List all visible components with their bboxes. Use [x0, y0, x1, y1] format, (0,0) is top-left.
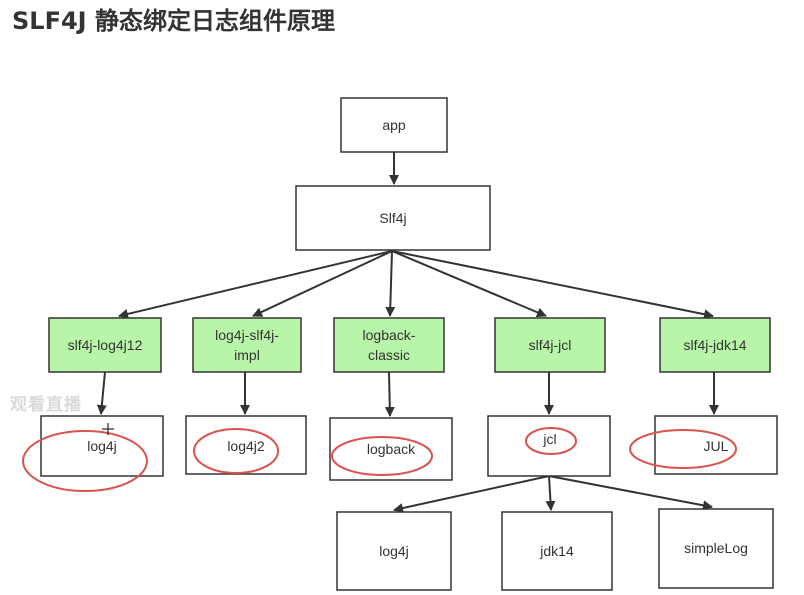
- node-binding-log4j-slf4j-impl-label-2: impl: [234, 347, 260, 363]
- node-jcl-jdk14: jdk14: [501, 511, 613, 591]
- node-impl-log4j: log4j: [40, 415, 164, 477]
- edges: [96, 152, 719, 513]
- node-jcl-simplelog: simpleLog: [658, 508, 774, 589]
- node-impl-log4j2-label: log4j2: [227, 438, 265, 454]
- node-binding-slf4j-log4j12-label: slf4j-log4j12: [68, 337, 143, 353]
- node-impl-jul-label: JUL: [704, 438, 729, 454]
- node-impl-logback: logback: [329, 417, 453, 481]
- node-binding-slf4j-log4j12: slf4j-log4j12: [48, 317, 162, 373]
- node-jcl-jdk14-label: jdk14: [539, 543, 574, 559]
- node-binding-slf4j-jcl-label: slf4j-jcl: [529, 337, 572, 353]
- edge-slf4j-log4j-slf4j-impl: [252, 250, 393, 317]
- crosshair-cursor-icon: [102, 423, 114, 435]
- node-binding-slf4j-jdk14-label: slf4j-jdk14: [683, 337, 746, 353]
- highlight-circle-jcl: [525, 427, 577, 455]
- edge-jcl-simplelog: [548, 475, 713, 511]
- edge-log4j12-log4j: [96, 371, 107, 415]
- edge-jcl-log4j: [393, 475, 550, 513]
- node-impl-jcl: jcl: [487, 415, 611, 477]
- node-app: app: [340, 97, 448, 153]
- edge-slf4j-logback-classic: [385, 250, 396, 317]
- node-impl-log4j-label: log4j: [87, 438, 117, 454]
- node-impl-log4j2: log4j2: [185, 415, 307, 475]
- edge-slf4j-log4j12: [118, 250, 393, 319]
- edge-jcl-jdk14: [545, 475, 556, 511]
- node-binding-logback-classic: logback- classic: [333, 317, 445, 373]
- watermark: 观看直播: [10, 395, 82, 415]
- edge-classic-logback: [384, 371, 395, 417]
- page-title: SLF4J 静态绑定日志组件原理: [12, 7, 335, 35]
- node-binding-slf4j-jcl: slf4j-jcl: [494, 317, 606, 373]
- node-binding-logback-classic-label-1: logback-: [363, 327, 416, 343]
- node-jcl-simplelog-label: simpleLog: [684, 540, 748, 556]
- node-impl-logback-label: logback: [367, 441, 416, 457]
- highlight-circle-log4j: [22, 430, 148, 492]
- highlight-circles: [22, 427, 737, 492]
- node-binding-log4j-slf4j-impl: log4j-slf4j- impl: [192, 317, 302, 373]
- node-slf4j-label: Slf4j: [379, 210, 406, 226]
- edge-slf4j-jcl: [391, 250, 547, 318]
- node-slf4j: Slf4j: [295, 185, 491, 251]
- node-impl-jcl-label: jcl: [542, 431, 556, 447]
- node-jcl-log4j-label: log4j: [379, 543, 409, 559]
- node-binding-slf4j-jdk14: slf4j-jdk14: [659, 317, 771, 373]
- node-binding-log4j-slf4j-impl-label-1: log4j-slf4j-: [215, 327, 279, 343]
- highlight-circle-jul: [629, 429, 737, 469]
- node-impl-jul: JUL: [654, 415, 778, 475]
- highlight-circle-logback: [331, 436, 433, 476]
- highlight-circle-log4j2: [193, 428, 279, 474]
- node-jcl-log4j: log4j: [336, 511, 452, 591]
- edge-slf4j-jdk14: [391, 250, 714, 320]
- node-app-label: app: [382, 117, 406, 133]
- node-binding-logback-classic-label-2: classic: [368, 347, 410, 363]
